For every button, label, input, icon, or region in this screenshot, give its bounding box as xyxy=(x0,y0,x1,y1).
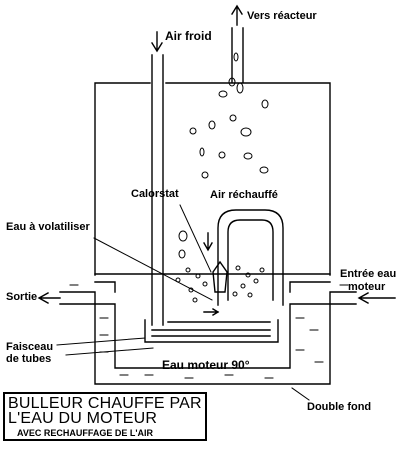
label-entree-eau: Entrée eau xyxy=(340,268,396,280)
label-entree-moteur: moteur xyxy=(348,281,386,293)
vessel-outline xyxy=(94,27,331,276)
title-box: BULLEUR CHAUFFE PAR L'EAU DU MOTEUR AVEC… xyxy=(3,392,207,441)
leader-lines xyxy=(56,204,310,401)
calorstat xyxy=(212,260,228,293)
label-faisceau: Faisceau xyxy=(6,341,53,353)
air-inlet-arrow xyxy=(151,31,163,53)
label-vers-reacteur: Vers réacteur xyxy=(247,10,317,22)
reheat-loop-inner xyxy=(227,219,274,301)
double-bottom-outer xyxy=(59,291,357,385)
bundle-arrow xyxy=(203,308,220,316)
title-line-2: L'EAU DU MOTEUR xyxy=(8,410,158,427)
label-air-froid: Air froid xyxy=(165,29,212,43)
double-bottom-inner xyxy=(59,303,357,369)
outlet-arrow xyxy=(231,4,243,26)
bubbles xyxy=(175,52,269,303)
label-air-rechauffe: Air réchauffé xyxy=(210,189,278,201)
label-calorstat: Calorstat xyxy=(131,188,179,200)
reheat-arrow xyxy=(203,232,213,252)
label-eau-a-volatiliser: Eau à volatiliser xyxy=(6,221,90,233)
label-double-fond: Double fond xyxy=(307,401,371,413)
reheat-loop xyxy=(217,209,284,306)
water-inlet-arrow xyxy=(357,292,396,304)
label-de-tubes: de tubes xyxy=(6,353,51,365)
inner-bowl xyxy=(94,281,331,293)
air-inlet-tube xyxy=(151,54,164,326)
tube-bundle xyxy=(144,319,279,343)
label-sortie: Sortie xyxy=(6,291,37,303)
title-line-1: BULLEUR CHAUFFE PAR xyxy=(8,395,202,412)
water-outlet-arrow xyxy=(37,292,61,304)
title-line-3: AVEC RECHAUFFAGE DE L'AIR xyxy=(17,428,153,438)
label-eau-moteur: Eau moteur 90° xyxy=(162,358,250,372)
jacket-hatching xyxy=(69,284,349,379)
